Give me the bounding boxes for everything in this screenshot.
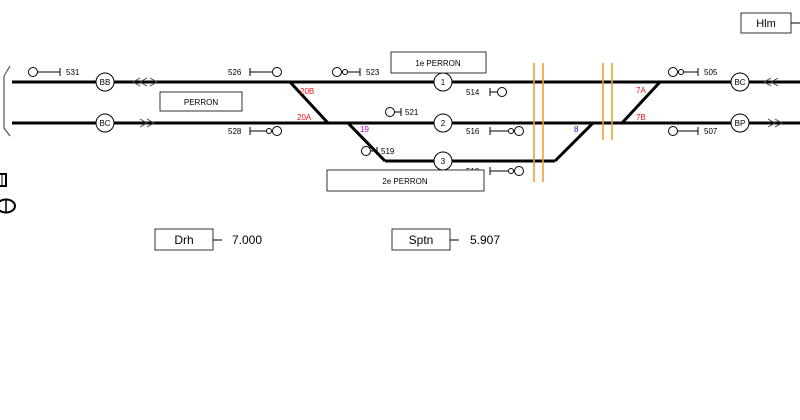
signal-526[interactable] bbox=[249, 67, 282, 77]
switch-labels: 20B 20A 19 8 7A 7B bbox=[297, 86, 646, 134]
switch-7b-label[interactable]: 7B bbox=[636, 113, 646, 122]
switch-19-label[interactable]: 19 bbox=[360, 125, 369, 134]
switch-20b-link bbox=[288, 80, 330, 125]
block-marker-bc-left-label: BC bbox=[99, 119, 110, 128]
chevron-right-bottom-icon bbox=[767, 118, 784, 128]
track-2-marker[interactable] bbox=[433, 113, 453, 133]
switch-8-link bbox=[553, 121, 595, 163]
station-hlm[interactable]: Hlm bbox=[740, 12, 800, 34]
signals bbox=[28, 67, 699, 176]
distance-drh-value: 7.000 bbox=[232, 233, 262, 247]
switch-7a-label[interactable]: 7A bbox=[636, 86, 646, 95]
left-end-bracket bbox=[3, 65, 11, 137]
platform-2-label: 2e PERRON bbox=[382, 177, 428, 186]
chevron-left-bottom-icon bbox=[139, 118, 156, 128]
signal-516[interactable] bbox=[489, 126, 524, 136]
signal-lamp-icon bbox=[514, 166, 524, 176]
chevron-right-top-icon bbox=[762, 77, 779, 87]
signal-531[interactable] bbox=[28, 67, 61, 77]
track-1-number: 1 bbox=[441, 78, 446, 87]
signal-small-lamp-icon bbox=[266, 128, 272, 134]
signal-505[interactable] bbox=[668, 67, 699, 77]
signal-531-label: 531 bbox=[66, 68, 80, 77]
signal-516-label: 516 bbox=[466, 127, 480, 136]
switch-8-label[interactable]: 8 bbox=[574, 125, 579, 134]
indicator-square-icon[interactable] bbox=[0, 173, 7, 187]
signal-small-lamp-icon bbox=[508, 128, 514, 134]
signal-lamp-icon bbox=[514, 126, 524, 136]
signal-lamp-icon bbox=[497, 87, 507, 97]
signal-505-label: 505 bbox=[704, 68, 718, 77]
signal-514[interactable] bbox=[489, 87, 507, 97]
signal-lamp-icon bbox=[668, 126, 678, 136]
signal-518[interactable] bbox=[489, 166, 524, 176]
signal-521-label: 521 bbox=[405, 108, 419, 117]
signal-lamp-icon bbox=[272, 126, 282, 136]
signal-519-label: 519 bbox=[381, 147, 395, 156]
signal-514-label: 514 bbox=[466, 88, 480, 97]
distance-drh-name: Drh bbox=[174, 233, 193, 247]
signal-lamp-icon bbox=[272, 67, 282, 77]
signal-small-lamp-icon bbox=[508, 168, 514, 174]
platforms: 1e PERRON PERRON 2e PERRON bbox=[159, 51, 487, 192]
platform-1-label: 1e PERRON bbox=[415, 59, 461, 68]
switch-20a-label[interactable]: 20A bbox=[297, 113, 312, 122]
tracks bbox=[12, 80, 800, 163]
signal-523[interactable] bbox=[332, 67, 361, 77]
platform-1-box bbox=[390, 51, 487, 74]
block-marker-bp-label: BP bbox=[735, 119, 746, 128]
signal-507[interactable] bbox=[668, 126, 699, 136]
block-marker-bb[interactable] bbox=[95, 72, 115, 92]
signal-lamp-icon bbox=[668, 67, 678, 77]
side-indicators bbox=[0, 173, 16, 214]
platform-2-box bbox=[326, 169, 485, 192]
block-marker-bc-right[interactable] bbox=[730, 72, 750, 92]
signal-528[interactable] bbox=[249, 126, 282, 136]
platform-mid-label: PERRON bbox=[184, 98, 218, 107]
signal-small-lamp-icon bbox=[342, 69, 348, 75]
insulation-joints bbox=[533, 63, 613, 182]
block-marker-bb-label: BB bbox=[100, 78, 111, 87]
station-hlm-label: Hlm bbox=[756, 18, 776, 30]
track-3-number: 3 bbox=[441, 157, 446, 166]
switch-19-link bbox=[346, 121, 387, 163]
distance-sptn-value: 5.907 bbox=[470, 233, 500, 247]
signal-lamp-icon bbox=[332, 67, 342, 77]
signal-lamp-icon bbox=[385, 107, 395, 117]
block-marker-bc-left[interactable] bbox=[95, 113, 115, 133]
signal-521[interactable] bbox=[385, 107, 402, 117]
switch-20b-label[interactable]: 20B bbox=[300, 87, 314, 96]
block-marker-bc-right-label: BC bbox=[734, 78, 745, 87]
track-2-number: 2 bbox=[441, 119, 446, 128]
signal-lamp-icon bbox=[361, 146, 371, 156]
track-number-markers: 1 2 3 bbox=[433, 72, 453, 171]
signal-lamp-icon bbox=[28, 67, 38, 77]
switch-7-link bbox=[620, 80, 662, 125]
signal-526-label: 526 bbox=[228, 68, 242, 77]
block-marker-bp[interactable] bbox=[730, 113, 750, 133]
block-markers: BB BC BC BP bbox=[95, 72, 750, 133]
chevron-left-top-icon bbox=[131, 77, 159, 87]
distance-sptn-name: Sptn bbox=[409, 233, 434, 247]
signal-523-label: 523 bbox=[366, 68, 380, 77]
direction-chevrons bbox=[131, 77, 784, 128]
signal-528-label: 528 bbox=[228, 127, 242, 136]
distance-readouts: Drh 7.000 Sptn 5.907 bbox=[154, 228, 500, 251]
signal-519[interactable] bbox=[361, 146, 378, 156]
signal-507-label: 507 bbox=[704, 127, 718, 136]
signal-small-lamp-icon bbox=[678, 69, 684, 75]
indicator-oval-icon[interactable] bbox=[0, 198, 16, 214]
platform-mid-box bbox=[159, 91, 243, 112]
